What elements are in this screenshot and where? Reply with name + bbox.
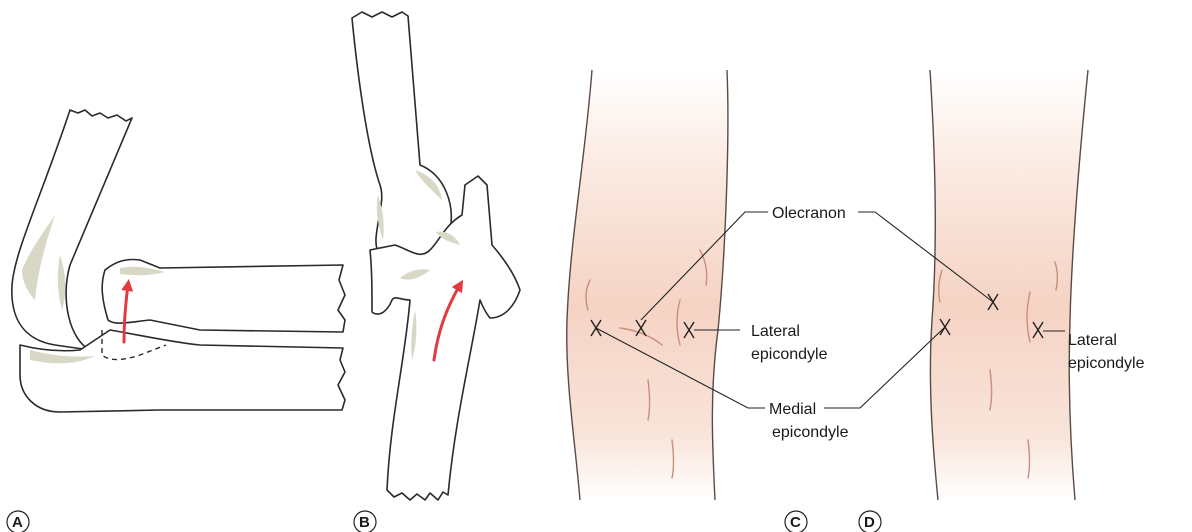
panel-c-arm <box>567 70 728 500</box>
panel-label-c: C <box>790 514 801 531</box>
lateral-epicondyle-d-line2: epicondyle <box>1068 355 1145 372</box>
panel-b-drawing <box>352 12 520 500</box>
panel-label-d: D <box>864 514 875 531</box>
panel-d-arm <box>930 70 1088 500</box>
humerus-b <box>352 12 451 268</box>
panel-a-drawing <box>12 110 345 412</box>
panel-label-b: B <box>359 514 370 531</box>
lateral-epicondyle-d-line1: Lateral <box>1068 332 1117 349</box>
lateral-epicondyle-c-line1: Lateral <box>751 323 800 340</box>
olecranon-label: Olecranon <box>772 205 846 222</box>
panel-label-a: A <box>12 514 23 531</box>
medial-epicondyle-line1: Medial <box>769 401 816 418</box>
medial-epicondyle-line2: epicondyle <box>772 424 849 441</box>
lateral-epicondyle-c-line2: epicondyle <box>751 346 828 363</box>
